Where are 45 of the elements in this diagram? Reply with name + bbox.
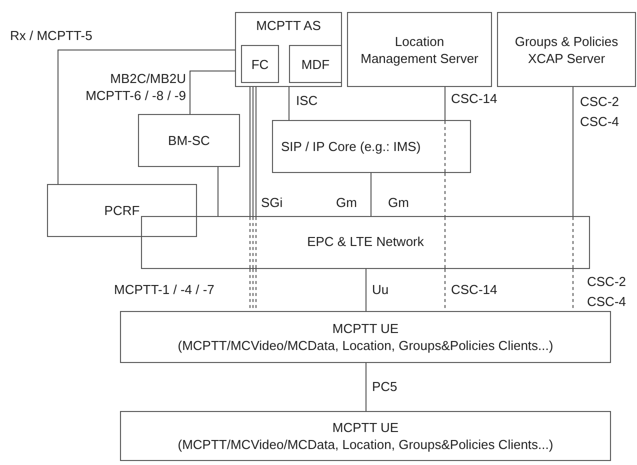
edge-label: PC5 [372,378,398,395]
process-box [497,12,636,87]
process-box [235,12,342,87]
process-box [347,12,492,87]
edge-label: CSC-2 CSC-4 [580,93,620,131]
edge-label: CSC-2 CSC-4 [587,273,628,311]
connector-line [190,70,236,114]
network-box [141,216,590,269]
interface-label: Gm [388,194,409,211]
node-label: SIP / IP Core (e.g.: IMS) [281,138,421,155]
function-box [241,45,279,83]
process-box [47,184,197,237]
connector-line [288,86,290,120]
connector-line [444,172,446,216]
process-box [138,114,240,167]
node-label: FC [251,56,269,72]
node-label: Location Management Server [360,32,480,66]
node-label: BM-SC [168,132,210,149]
edge-label: ISC [296,92,318,109]
edge-label: CSC-14 [451,90,498,107]
connector-line [370,172,372,216]
function-box [289,45,342,83]
node-label: (MCPTT/MCVideo/MCData, Location, Groups&Policies Clients...) [178,436,554,453]
process-box [120,311,611,363]
edge-label: Uu [372,281,389,298]
node-label: MDF [301,56,330,72]
node-label: MCPTT AS [256,17,321,34]
node-label: MCPTT UE [332,419,399,436]
edge-label: Rx / MCPTT-5 [10,27,92,44]
edge-label: SGi [261,194,283,211]
node-label: EPC & LTE Network [307,233,424,250]
node-label: (MCPTT/MCVideo/MCData, Location, Groups&Policies Clients...) [178,337,554,354]
edge-label: MCPTT-1 / -4 / -7 [114,281,214,298]
connector-line [250,86,256,216]
edge-label: MB2C/MB2U MCPTT-6 / -8 / -9 [84,70,186,104]
connector-line [572,86,574,216]
edge-label: Gm [336,194,357,211]
connector-line [444,86,446,120]
node-label: PCRF [104,202,140,219]
process-box [120,411,611,461]
node-label: MCPTT UE [332,320,399,337]
process-box [272,120,471,173]
node-label: Groups & Policies XCAP Server [514,32,620,66]
edge-label: CSC-14 [451,281,498,298]
connector-line [58,50,236,184]
